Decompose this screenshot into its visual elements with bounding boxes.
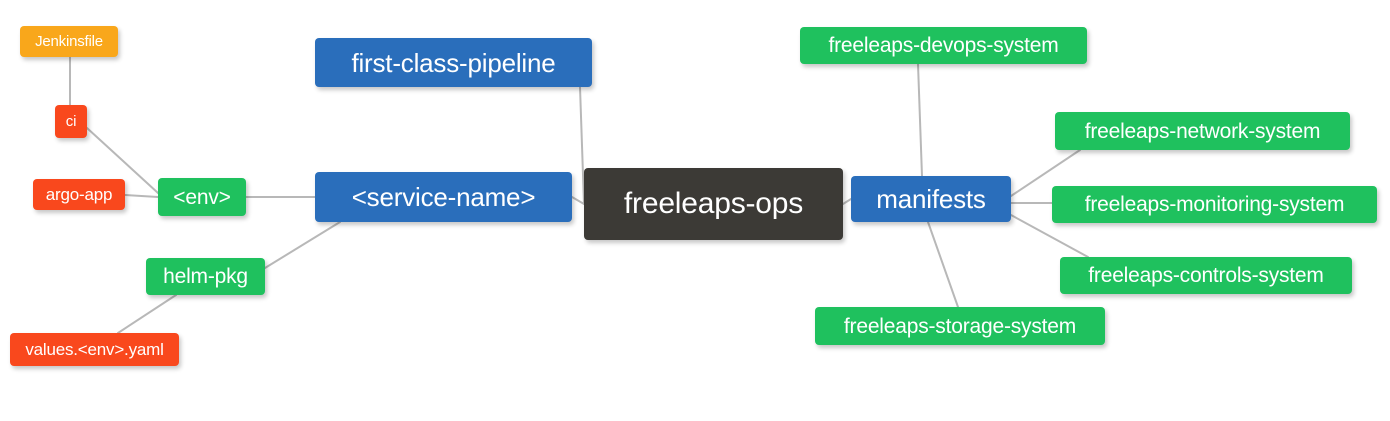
node-service-name[interactable]: <service-name>	[315, 172, 572, 222]
node-label-freeleaps-storage-system: freeleaps-storage-system	[843, 314, 1077, 338]
edge-manifests-to-freeleaps-devops-system	[917, 63, 923, 177]
node-argo-app[interactable]: argo-app	[33, 179, 125, 210]
node-jenkinsfile[interactable]: Jenkinsfile	[20, 26, 118, 57]
node-first-class-pipeline[interactable]: first-class-pipeline	[315, 38, 592, 87]
node-label-freeleaps-ops: freeleaps-ops	[623, 187, 804, 220]
node-label-env: <env>	[173, 185, 231, 209]
node-values-env-yaml[interactable]: values.<env>.yaml	[10, 333, 179, 366]
node-label-ci: ci	[65, 113, 77, 130]
node-label-first-class-pipeline: first-class-pipeline	[351, 47, 556, 78]
node-label-manifests: manifests	[876, 184, 986, 214]
edge-service-name-to-helm-pkg	[264, 221, 341, 269]
node-label-freeleaps-devops-system: freeleaps-devops-system	[828, 34, 1059, 57]
edge-freeleaps-ops-to-manifests	[842, 198, 852, 205]
node-helm-pkg[interactable]: helm-pkg	[146, 258, 265, 295]
node-label-argo-app: argo-app	[45, 185, 113, 204]
node-freeleaps-ops[interactable]: freeleaps-ops	[584, 168, 843, 240]
node-label-values-env-yaml: values.<env>.yaml	[25, 340, 164, 359]
edge-helm-pkg-to-values-env-yaml	[117, 294, 177, 334]
node-freeleaps-devops-system[interactable]: freeleaps-devops-system	[800, 27, 1087, 64]
node-label-freeleaps-monitoring-system: freeleaps-monitoring-system	[1084, 193, 1345, 216]
node-freeleaps-storage-system[interactable]: freeleaps-storage-system	[815, 307, 1105, 345]
node-ci[interactable]: ci	[55, 105, 87, 138]
edge-freeleaps-ops-to-service-name	[571, 196, 585, 205]
node-freeleaps-monitoring-system[interactable]: freeleaps-monitoring-system	[1052, 186, 1377, 223]
node-freeleaps-controls-system[interactable]: freeleaps-controls-system	[1060, 257, 1352, 294]
node-label-freeleaps-network-system: freeleaps-network-system	[1084, 119, 1321, 143]
node-label-service-name: <service-name>	[351, 182, 536, 212]
edge-env-to-argo-app	[124, 194, 159, 198]
node-label-freeleaps-controls-system: freeleaps-controls-system	[1088, 264, 1324, 287]
node-manifests[interactable]: manifests	[851, 176, 1011, 222]
node-label-jenkinsfile: Jenkinsfile	[35, 33, 103, 50]
node-freeleaps-network-system[interactable]: freeleaps-network-system	[1055, 112, 1350, 150]
node-env[interactable]: <env>	[158, 178, 246, 216]
edge-manifests-to-freeleaps-storage-system	[927, 221, 959, 308]
node-label-helm-pkg: helm-pkg	[163, 265, 248, 288]
